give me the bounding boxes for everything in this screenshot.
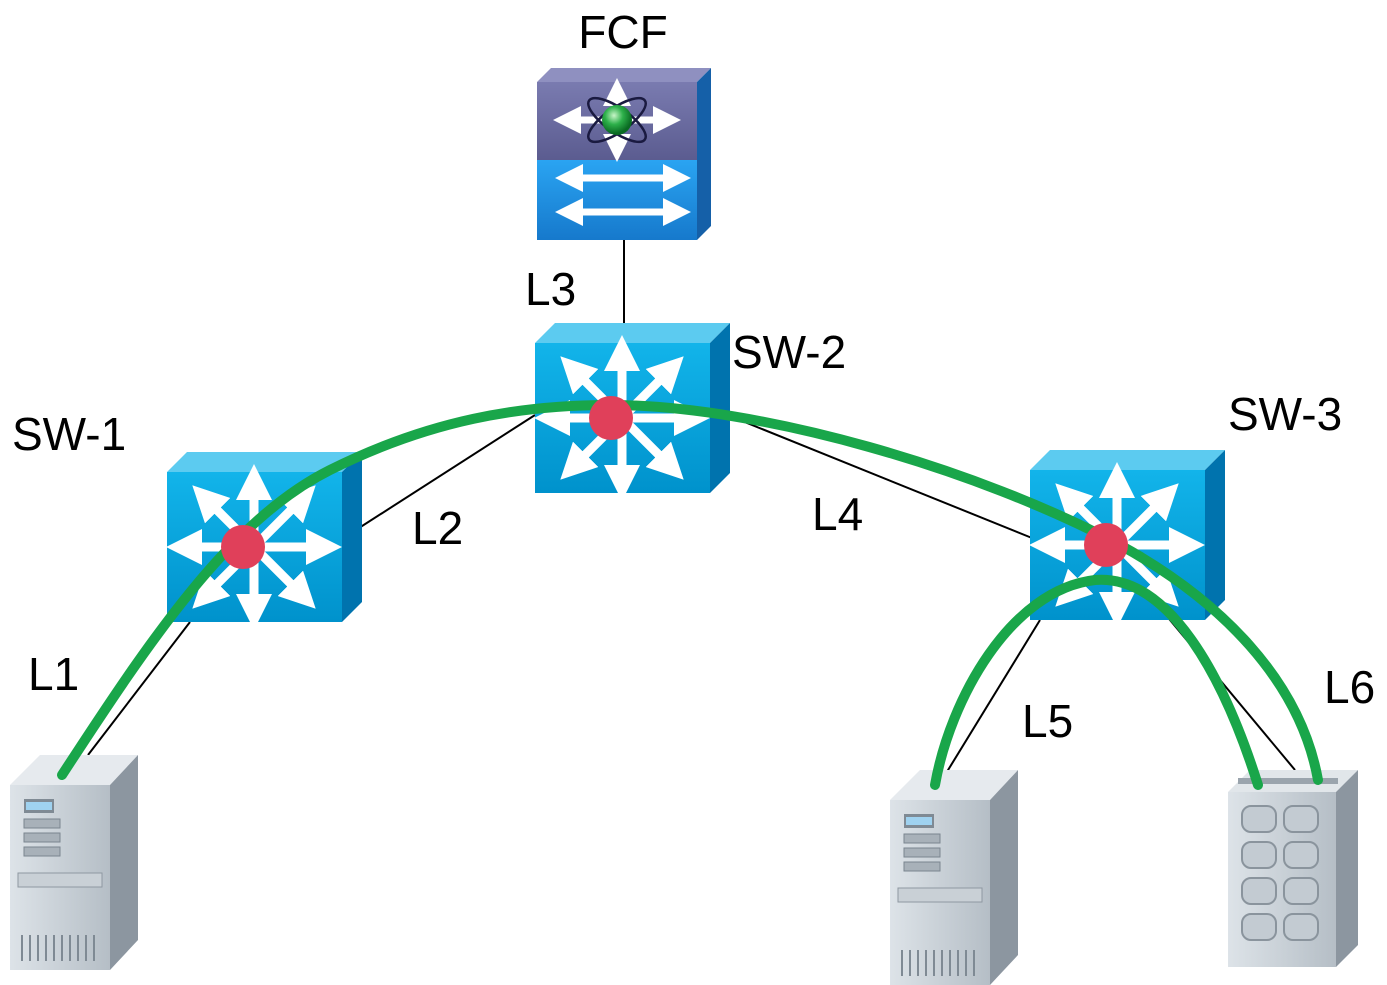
sw2-forwarder-dot: [589, 396, 633, 440]
sw1-label: SW-1: [12, 408, 126, 460]
link-l1-label: L1: [28, 648, 79, 700]
fcf-switch-icon: [537, 68, 711, 240]
storage-array-icon: [1228, 770, 1358, 967]
link-l2-label: L2: [412, 502, 463, 554]
sw1-forwarder-dot: [221, 525, 265, 569]
link-l5: [944, 619, 1041, 776]
fcoe-path-local: [930, 574, 1263, 790]
link-l1: [87, 621, 191, 756]
sw2-label: SW-2: [732, 326, 846, 378]
link-l4: [709, 407, 1033, 539]
link-l3-label: L3: [525, 263, 576, 315]
fcf-label: FCF: [578, 6, 667, 58]
sw1-switch-icon: [167, 452, 362, 622]
sw3-forwarder-dot: [1084, 523, 1128, 567]
server-right-icon: [889, 769, 1019, 985]
link-l2: [344, 414, 536, 538]
server-left-icon: [9, 754, 139, 971]
sw3-label: SW-3: [1228, 388, 1342, 440]
link-l6-label: L6: [1324, 661, 1375, 713]
link-l4-label: L4: [812, 488, 863, 540]
link-l5-label: L5: [1022, 695, 1073, 747]
